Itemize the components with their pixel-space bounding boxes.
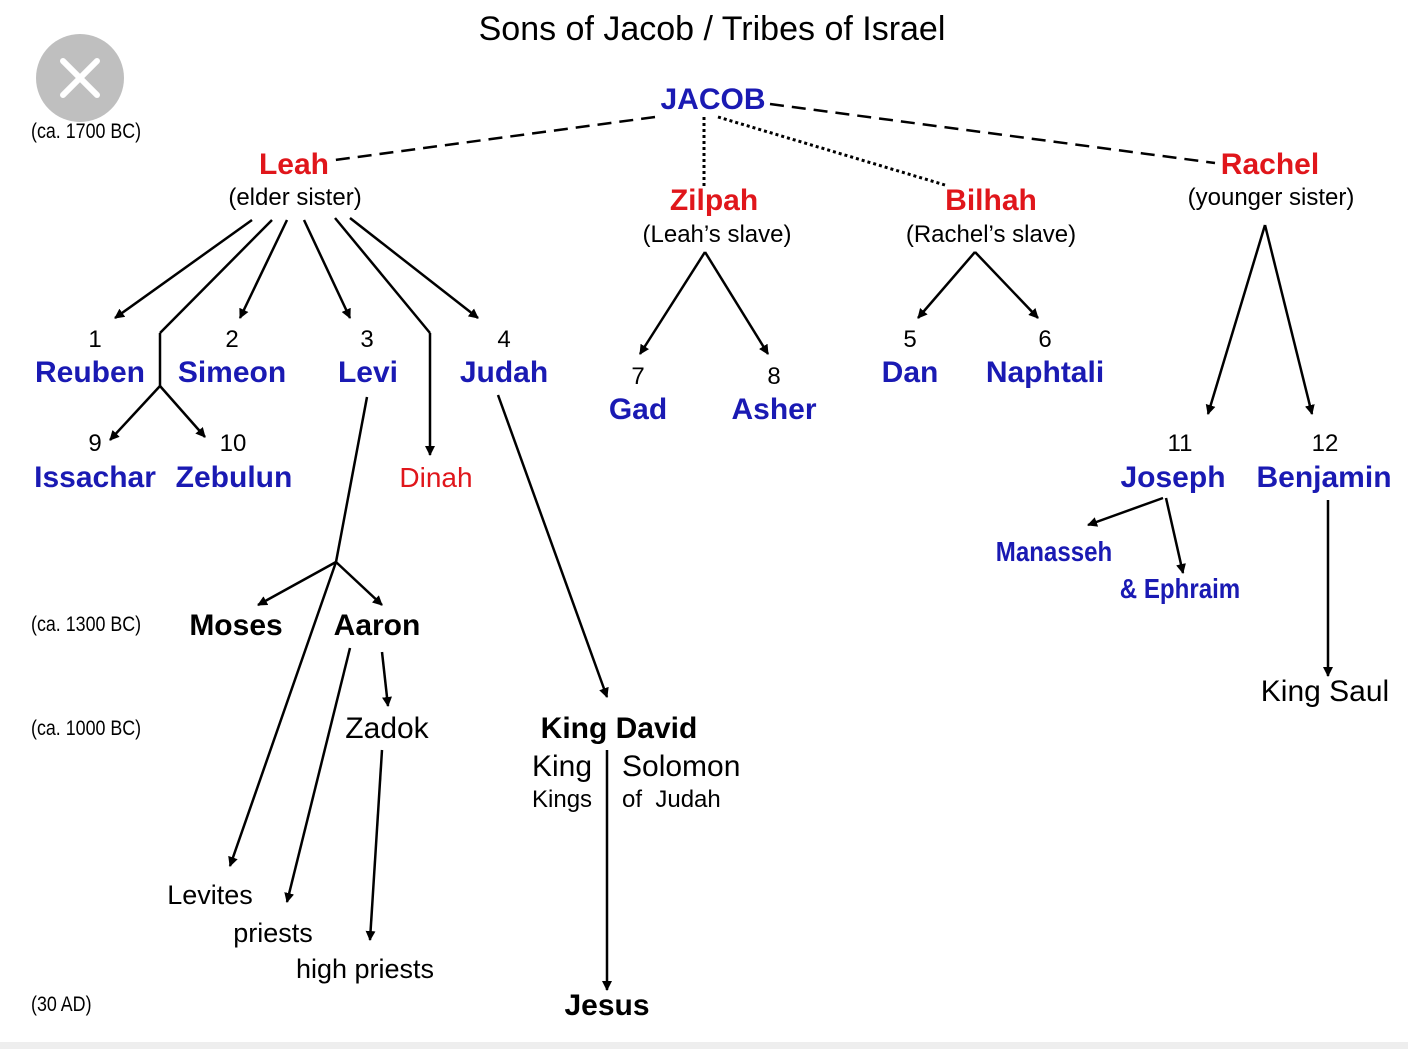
son-reuben: Reuben — [34, 356, 146, 389]
era-label-1700bc: (ca. 1700 BC) — [31, 120, 142, 143]
edge-jacob-rachel — [769, 102, 1216, 165]
son-dan: Dan — [881, 356, 939, 389]
close-icon — [60, 58, 100, 98]
node-king-david: King David — [540, 712, 698, 745]
edge-bilhah-naphtali — [974, 251, 1039, 319]
edge-joseph-ephraim — [1164, 497, 1186, 574]
son-number-6: 6 — [1038, 326, 1052, 353]
node-manasseh: Manasseh — [995, 536, 1113, 567]
edge-zadok-highpriests — [365, 749, 384, 941]
edge-joseph-manasseh — [1087, 496, 1164, 527]
son-judah: Judah — [459, 356, 549, 389]
edge-rachel-joseph — [1205, 224, 1267, 415]
son-number-4: 4 — [497, 326, 511, 353]
node-jesus: Jesus — [564, 989, 650, 1022]
son-number-7: 7 — [631, 363, 645, 390]
diagram-title: Sons of Jacob / Tribes of Israel — [478, 10, 946, 48]
edge-levi-levites — [228, 561, 338, 867]
label-king: King — [532, 750, 593, 783]
node-ephraim: & Ephraim — [1119, 573, 1241, 604]
bottom-bar — [0, 1042, 1408, 1049]
edge-aaron-priests — [284, 647, 352, 903]
edge-leah-reuben — [114, 218, 253, 320]
era-label-30ad: (30 AD) — [31, 993, 92, 1016]
son-levi: Levi — [337, 356, 399, 389]
edge-jacob-bilhah — [717, 115, 946, 187]
node-solomon: Solomon — [622, 750, 741, 783]
son-number-8: 8 — [767, 363, 781, 390]
son-benjamin: Benjamin — [1256, 461, 1392, 494]
edge-zilpah-gad — [638, 251, 707, 355]
node-zilpah: Zilpah — [669, 184, 759, 217]
son-simeon: Simeon — [177, 356, 287, 389]
node-moses: Moses — [189, 609, 283, 642]
era-label-1300bc: (ca. 1300 BC) — [31, 613, 142, 636]
edge-levi-moses — [257, 560, 337, 607]
son-number-2: 2 — [225, 326, 239, 353]
edge-leah-lower-trunk — [159, 219, 273, 334]
edge-leah-judah — [349, 217, 479, 319]
node-levites: Levites — [167, 880, 253, 910]
edge-leah-levi — [302, 219, 352, 319]
node-zadok: Zadok — [345, 712, 429, 745]
edge-levi-aaron — [335, 561, 383, 606]
edge-rachel-benjamin — [1263, 224, 1315, 415]
node-rachel: Rachel — [1220, 148, 1320, 181]
edge-lower-zebulun — [159, 385, 206, 438]
node-dinah: Dinah — [399, 462, 473, 493]
node-jacob: JACOB — [660, 83, 766, 116]
node-priests: priests — [233, 918, 313, 948]
edge-aaron-zadok — [380, 651, 392, 707]
son-number-10: 10 — [219, 430, 247, 457]
son-naphtali: Naphtali — [985, 356, 1105, 389]
edge-judah-david — [496, 394, 609, 698]
son-number-9: 9 — [88, 430, 102, 457]
node-high-priests: high priests — [295, 954, 435, 984]
era-label-1000bc: (ca. 1000 BC) — [31, 717, 142, 740]
label-of-judah: of Judah — [622, 786, 721, 813]
note-leah: (elder sister) — [228, 184, 362, 211]
edge-lower-issachar — [109, 385, 161, 441]
son-joseph: Joseph — [1120, 461, 1226, 494]
son-gad: Gad — [608, 393, 668, 426]
son-issachar: Issachar — [34, 461, 156, 494]
son-number-12: 12 — [1311, 430, 1339, 457]
close-button[interactable] — [36, 34, 124, 122]
son-number-1: 1 — [88, 326, 102, 353]
node-bilhah: Bilhah — [945, 184, 1037, 217]
son-number-3: 3 — [360, 326, 374, 353]
edge-levi-trunk — [334, 396, 369, 563]
note-rachel: (younger sister) — [1187, 184, 1355, 211]
node-aaron: Aaron — [333, 609, 421, 642]
son-number-5: 5 — [903, 326, 917, 353]
edge-jacob-leah — [334, 115, 656, 162]
note-zilpah: (Leah’s slave) — [642, 221, 792, 248]
edge-leah-simeon — [238, 219, 289, 319]
son-asher: Asher — [731, 393, 817, 426]
edge-zilpah-asher — [703, 251, 770, 355]
node-leah: Leah — [258, 148, 330, 181]
son-zebulun: Zebulun — [175, 461, 293, 494]
note-bilhah: (Rachel’s slave) — [905, 221, 1077, 248]
node-king-saul: King Saul — [1260, 675, 1390, 708]
edge-leah-dinah-a — [334, 217, 431, 334]
edge-bilhah-dan — [917, 251, 976, 319]
label-kings: Kings — [532, 786, 593, 813]
son-number-11: 11 — [1167, 430, 1193, 457]
